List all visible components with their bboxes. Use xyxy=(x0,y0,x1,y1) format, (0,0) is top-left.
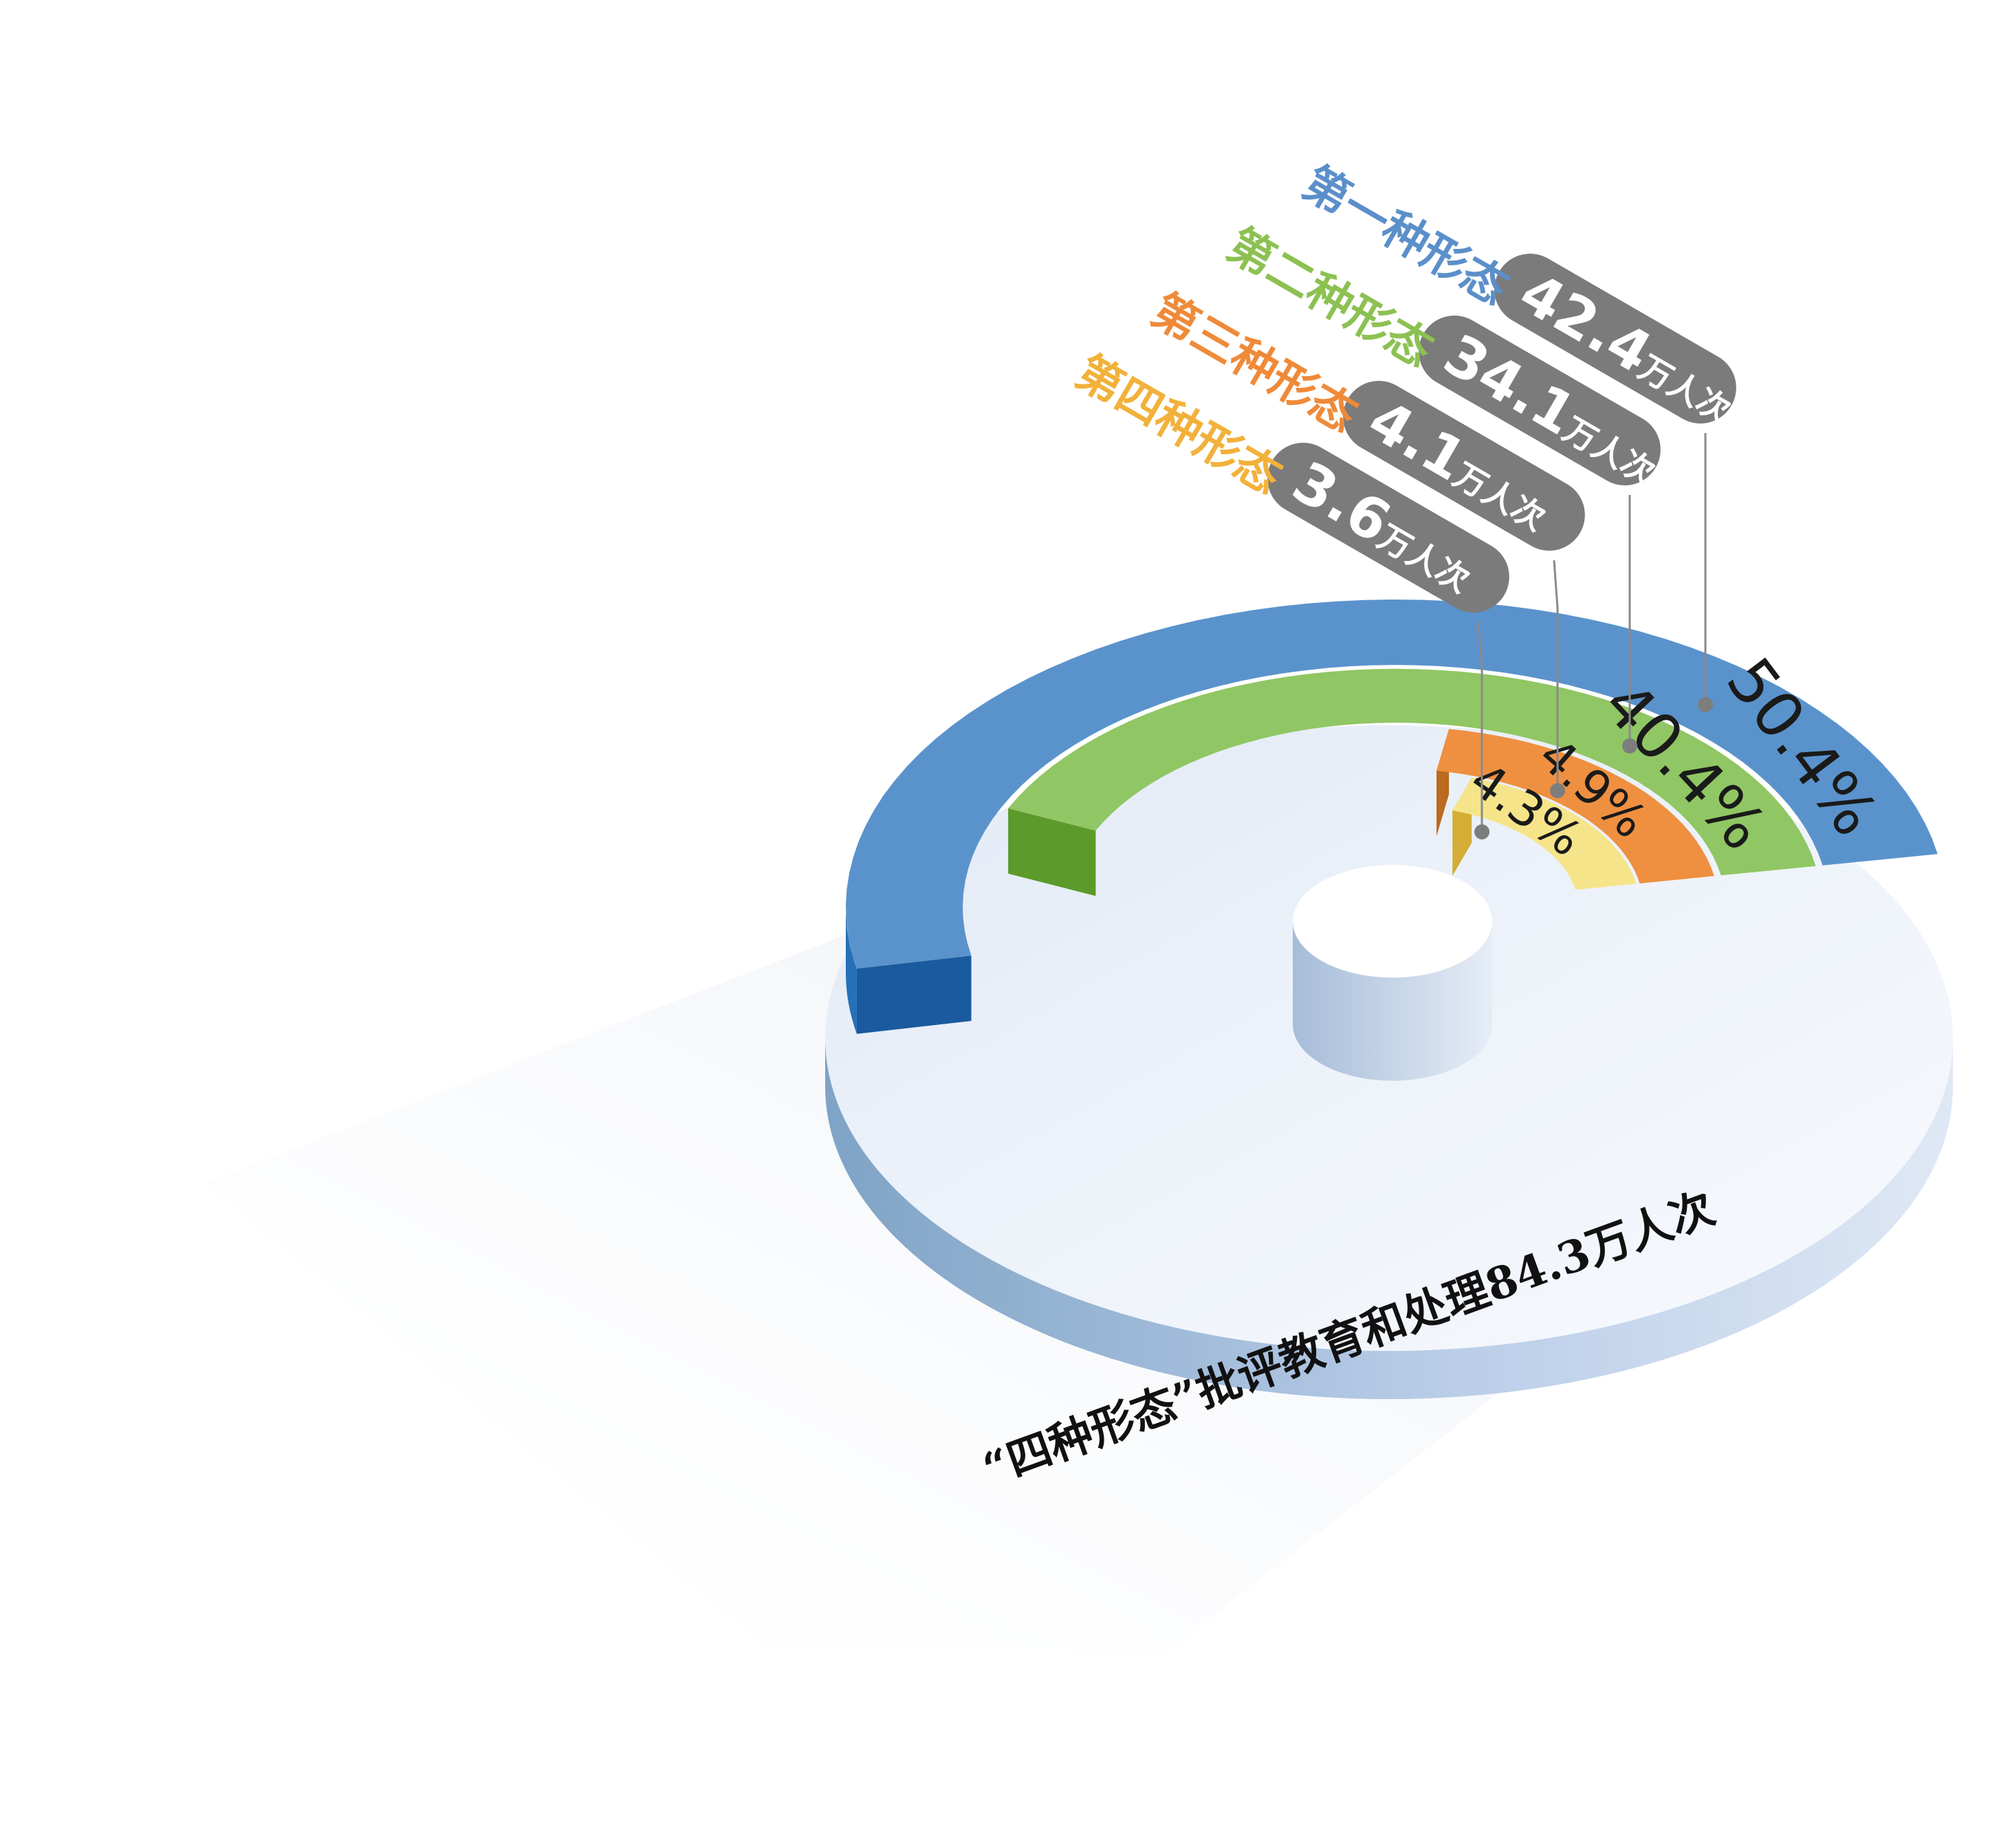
ring-start-cap xyxy=(1008,808,1096,896)
ring-outer-wall xyxy=(846,908,857,1034)
ring-top xyxy=(1437,729,1714,883)
leader-4 xyxy=(1474,622,1489,839)
leader-lines xyxy=(1474,433,1713,839)
ring-start-cap xyxy=(856,956,972,1034)
ring-top xyxy=(1452,778,1637,890)
label-layer: 42.4万人次第一种形态34.1万人次第二种形态4.1万人次第三种形态3.6万人… xyxy=(1067,156,1748,613)
leader-2 xyxy=(1622,495,1637,754)
base-disk xyxy=(825,725,1953,1399)
leader-1 xyxy=(1698,433,1713,712)
ring-top xyxy=(846,600,1938,969)
cast-shadow xyxy=(206,935,1602,1650)
leader-3 xyxy=(1550,560,1565,798)
center-cylinder xyxy=(1293,865,1492,1081)
ring-top xyxy=(1008,668,1816,876)
